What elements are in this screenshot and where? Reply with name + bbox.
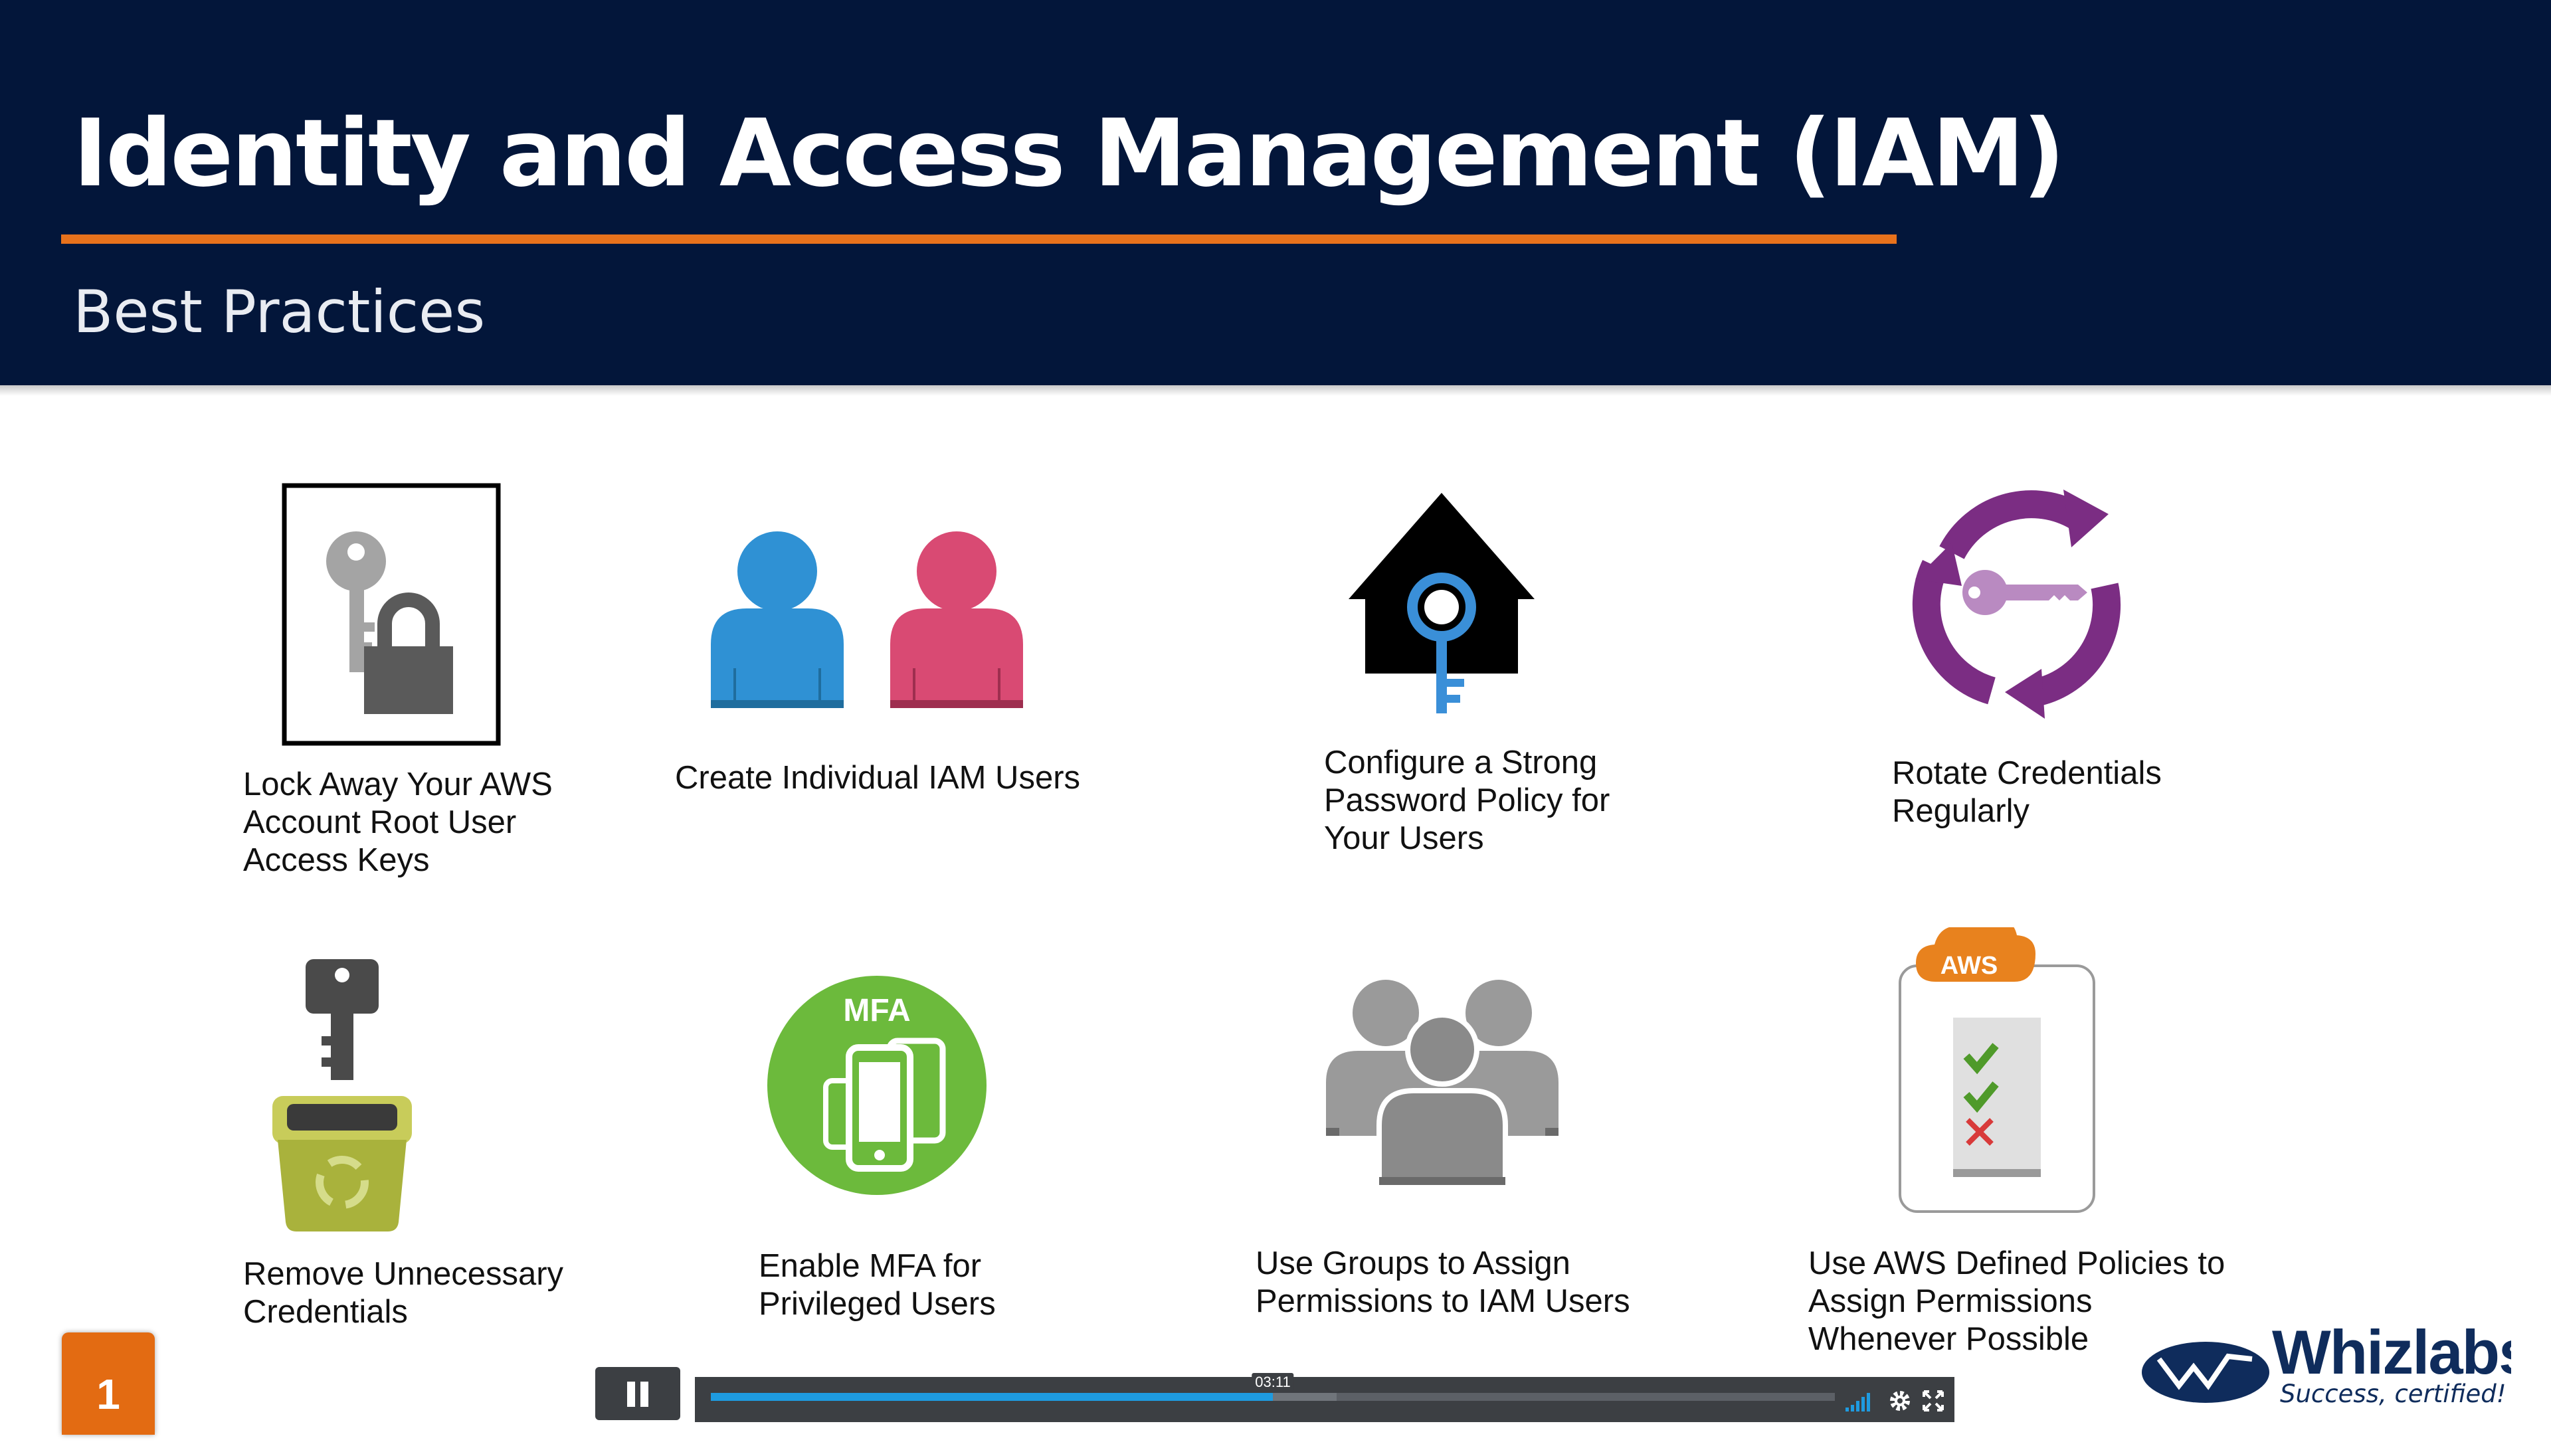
volume-icon[interactable]	[1844, 1388, 1873, 1414]
player-control-bar: 03:11	[695, 1373, 1954, 1422]
aws-policy-checklist-icon: AWS	[1899, 927, 2095, 1213]
fullscreen-icon[interactable]	[1919, 1388, 1948, 1414]
slide-subtitle: Best Practices	[73, 278, 486, 346]
users-icon	[711, 531, 1023, 708]
current-time-tooltip: 03:11	[1252, 1373, 1294, 1392]
slide-header: Identity and Access Management (IAM) Bes…	[0, 0, 2551, 385]
rotate-key-icon	[1912, 490, 2121, 719]
key-trash-icon	[272, 959, 412, 1231]
mfa-phones-icon: MFA	[767, 976, 987, 1195]
house-key-icon	[1349, 493, 1535, 713]
brand-tagline: Success, certified!	[2280, 1380, 2506, 1408]
mfa-text: MFA	[843, 993, 910, 1028]
progress-track[interactable]: 03:11	[711, 1373, 1835, 1401]
practice-label: Create Individual IAM Users	[675, 760, 1081, 796]
slide-title: Identity and Access Management (IAM)	[73, 100, 2065, 208]
user-group-icon	[1326, 980, 1559, 1186]
header-shadow	[0, 385, 2551, 396]
key-lock-icon	[282, 483, 501, 746]
aws-text: AWS	[1940, 952, 1998, 980]
brand-name: Whizlabs	[2272, 1326, 2511, 1387]
settings-icon[interactable]	[1885, 1388, 1915, 1414]
pause-button[interactable]	[595, 1367, 680, 1420]
slide-number-badge: 1	[62, 1332, 155, 1435]
played-bar	[711, 1393, 1273, 1401]
title-underline	[61, 234, 1897, 244]
whizlabs-logo: Whizlabs Success, certified!	[2142, 1326, 2511, 1408]
